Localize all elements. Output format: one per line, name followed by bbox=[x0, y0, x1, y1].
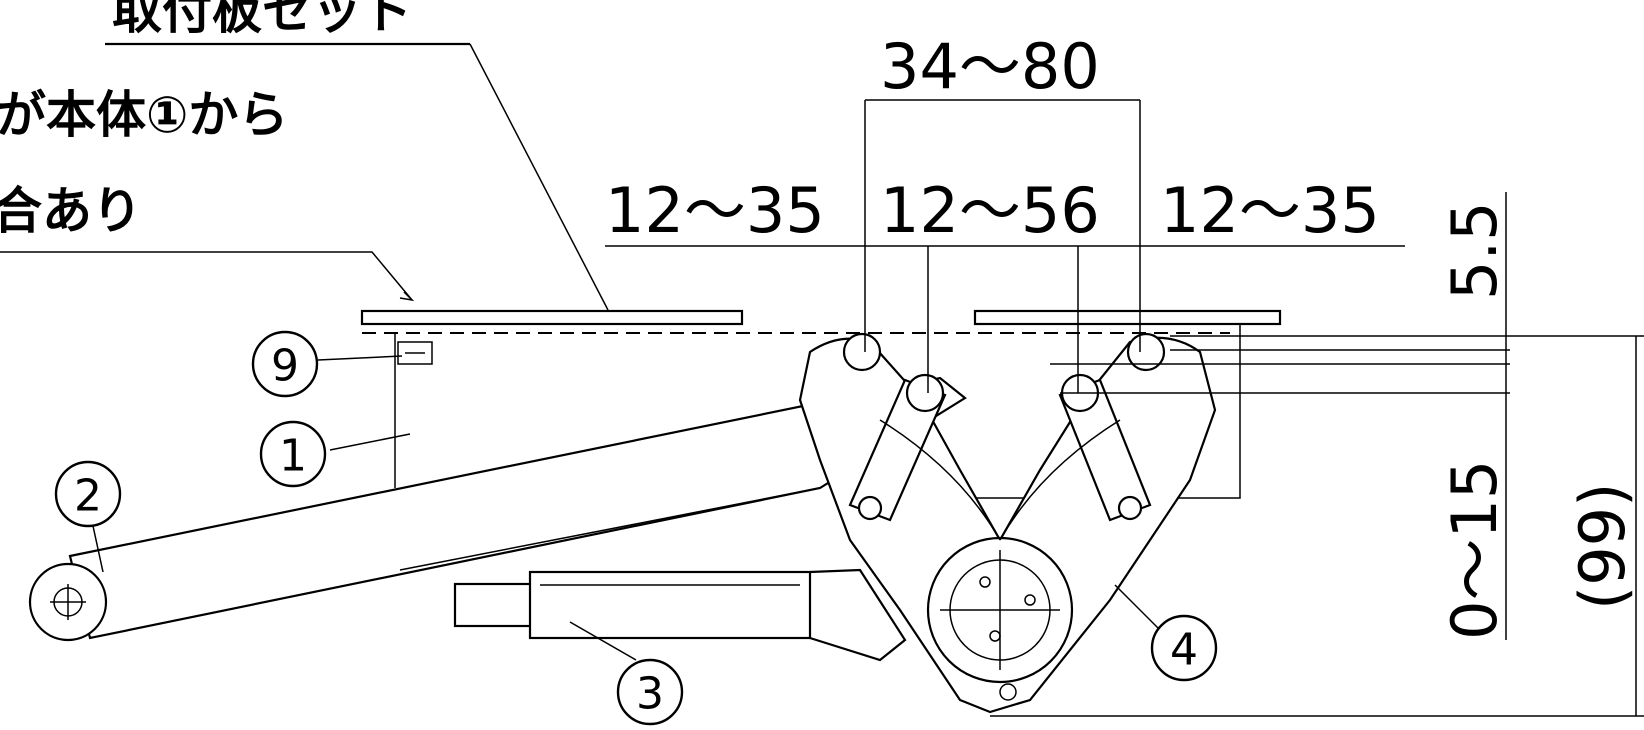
part-label-4: 4 bbox=[1170, 625, 1198, 676]
part-label-9: 9 bbox=[271, 341, 299, 392]
part-label-2: 2 bbox=[74, 471, 102, 522]
leader-4 bbox=[1114, 584, 1161, 631]
leader-3 bbox=[569, 621, 637, 661]
bracket-inner-curve-left bbox=[879, 419, 1001, 541]
leader-2 bbox=[92, 525, 104, 573]
balloon-1 bbox=[259, 420, 327, 488]
leader-arrow bbox=[399, 291, 415, 302]
note-top: 取付板セット bbox=[112, 0, 412, 40]
dim-left-span: 12～35 bbox=[605, 174, 825, 247]
mount-plate-right bbox=[973, 309, 1282, 326]
leader-note-line3 bbox=[0, 251, 413, 301]
leader-9 bbox=[317, 355, 403, 361]
dim-overall-span: 34～80 bbox=[880, 30, 1100, 103]
pivot-top-right bbox=[1126, 332, 1166, 372]
cylinder-body bbox=[528, 570, 812, 640]
leader-note-top bbox=[469, 43, 609, 311]
cylinder-rod bbox=[453, 582, 537, 628]
cylinder-mount bbox=[809, 568, 907, 662]
bracket-inner-curve-right bbox=[999, 419, 1121, 541]
dim-vertical-top: 5.5 bbox=[1438, 201, 1511, 300]
dim-right-span: 12～35 bbox=[1160, 174, 1380, 247]
leader-1 bbox=[329, 433, 411, 451]
hub-bottom-hole bbox=[999, 683, 1017, 701]
note-line3: 合あり bbox=[0, 182, 142, 240]
pin-lower-left bbox=[857, 495, 883, 521]
pivot-top-left bbox=[842, 332, 882, 372]
arm-inner-edge bbox=[399, 487, 821, 571]
balloon-4 bbox=[1150, 614, 1218, 682]
part-label-3: 3 bbox=[636, 669, 664, 720]
note-line2: が本体①から bbox=[0, 86, 288, 144]
balloon-3 bbox=[616, 658, 684, 726]
hub-hole-2 bbox=[1024, 594, 1036, 606]
hub-hole-3 bbox=[989, 630, 1001, 642]
balloon-2 bbox=[54, 460, 122, 528]
dim-center-span: 12～56 bbox=[880, 174, 1100, 247]
screw-9 bbox=[397, 341, 433, 365]
dim-vertical-reference: (99) bbox=[1566, 483, 1639, 610]
pivot-mid-left bbox=[905, 373, 945, 413]
balloon-9 bbox=[251, 330, 319, 398]
mount-plate-left bbox=[360, 309, 744, 326]
hub-hole-1 bbox=[979, 576, 991, 588]
dim-vertical-range: 0～15 bbox=[1438, 460, 1511, 640]
pin-lower-right bbox=[1117, 495, 1143, 521]
part-label-1: 1 bbox=[279, 431, 307, 482]
